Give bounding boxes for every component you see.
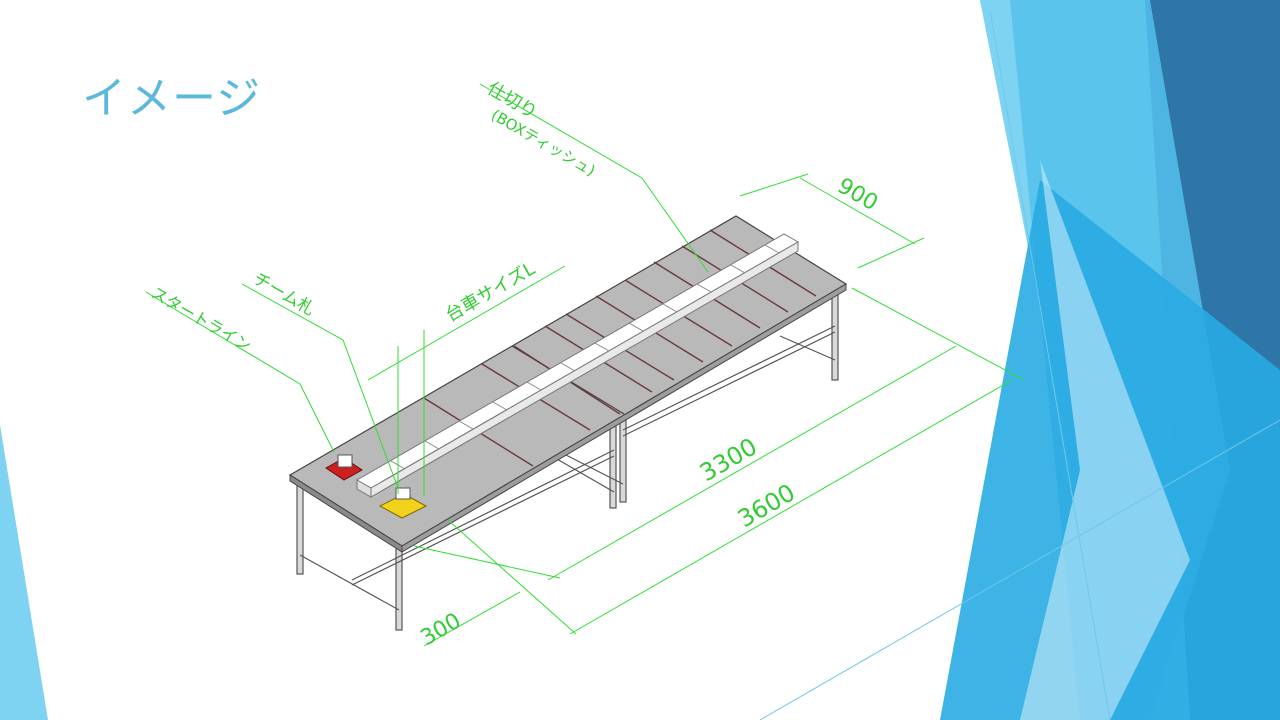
left-edge-shape — [0, 425, 48, 720]
leg-front-left — [296, 477, 304, 575]
brace-mid — [549, 454, 615, 493]
ext-900-b — [857, 237, 925, 269]
ext-left — [447, 519, 577, 635]
dim-900 — [799, 177, 916, 245]
brace-long-1 — [351, 449, 615, 581]
leader-partition — [479, 83, 709, 273]
start-marker — [325, 454, 363, 481]
dim-label-900: 900 — [833, 174, 882, 217]
slide-title: イメージ — [82, 73, 262, 124]
dim-label-300: 300 — [417, 609, 466, 652]
dimension-lines — [145, 83, 1025, 647]
ext-right — [851, 287, 1025, 381]
thin-line-1 — [989, 9, 1111, 720]
dim-3300 — [547, 345, 957, 581]
leader-team-tag — [241, 283, 399, 489]
dim-label-3600: 3600 — [733, 478, 800, 533]
ext-300 — [413, 545, 561, 579]
partition-boxes — [355, 233, 800, 498]
dim-300 — [423, 591, 521, 647]
brace-long-2 — [351, 455, 615, 586]
label-cart-size: 台車サイズL — [442, 258, 539, 326]
dim-label-3300: 3300 — [695, 432, 762, 487]
label-start-line: スタートライン — [148, 283, 255, 355]
brace-mid-2 — [559, 451, 624, 485]
leg-mid-1 — [609, 419, 617, 509]
dim-cart-size — [367, 265, 566, 381]
right-highlight — [1020, 160, 1190, 720]
partition-side — [370, 241, 799, 498]
brace-left — [299, 554, 400, 611]
brace-right-2 — [622, 331, 836, 437]
leader-start-line — [145, 291, 335, 453]
brace-right-3 — [779, 335, 836, 361]
thin-line-2 — [759, 419, 1280, 720]
leg-back-right — [831, 287, 839, 381]
label-team-tag: チーム札 — [250, 269, 318, 320]
table-edge-side — [401, 283, 847, 553]
brace-right-1 — [622, 325, 836, 431]
dim-3600 — [569, 379, 1013, 635]
ext-900-a — [739, 173, 809, 197]
team-tag-marker — [378, 487, 428, 519]
